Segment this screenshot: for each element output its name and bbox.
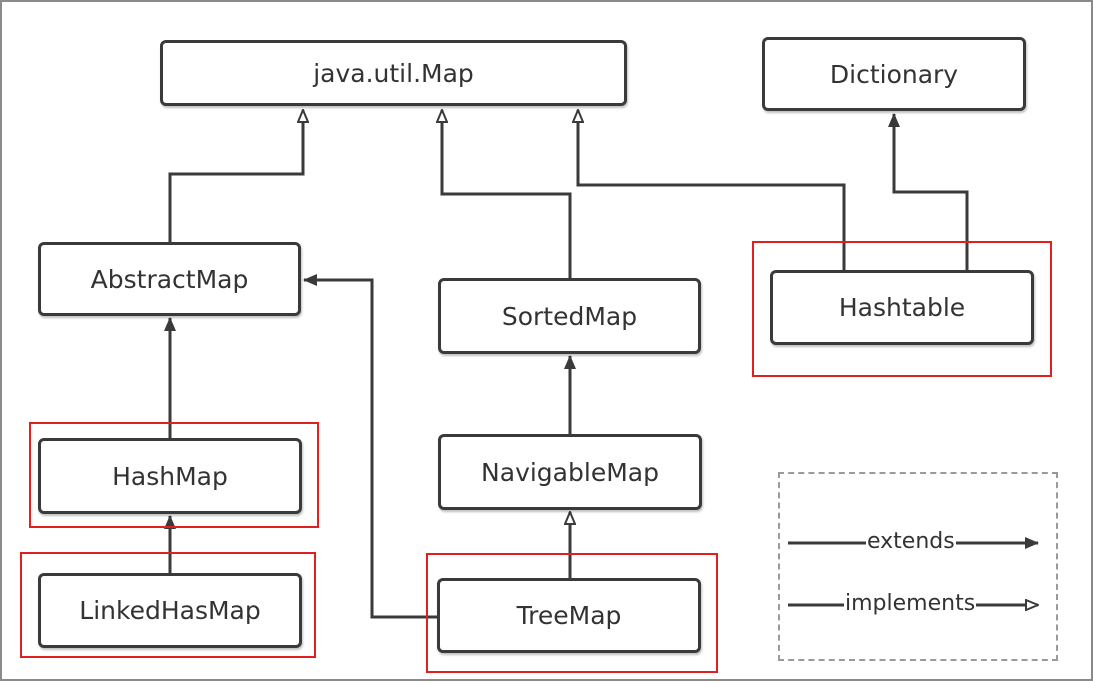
node-treemap: TreeMap [437, 578, 701, 653]
node-sortedmap: SortedMap [438, 278, 701, 354]
node-navigablemap: NavigableMap [438, 434, 702, 510]
hashtable-highlight [752, 241, 1052, 377]
hashmap-highlight [29, 422, 319, 528]
node-abstractmap: AbstractMap [38, 242, 301, 316]
node-dictionary: Dictionary [762, 37, 1026, 111]
legend-box [778, 472, 1058, 661]
node-hashmap: HashMap [38, 438, 302, 514]
node-linkedhashmap: LinkedHasMap [38, 573, 302, 648]
legend-extends-label: extends [866, 529, 956, 554]
sortedmap-implements-map-line [442, 110, 572, 280]
node-java-util-map: java.util.Map [160, 40, 627, 106]
legend-implements-label: implements [844, 591, 977, 616]
linkedhashmap-highlight [20, 552, 316, 658]
treemap-extends-abstractmap-line [303, 274, 439, 619]
abstractmap-implements-map-line [168, 110, 303, 242]
node-hashtable: Hashtable [770, 270, 1034, 345]
hashtable-implements-map-line [578, 110, 846, 272]
hashtable-extends-dictionary-line [888, 113, 969, 272]
treemap-highlight [426, 553, 718, 673]
